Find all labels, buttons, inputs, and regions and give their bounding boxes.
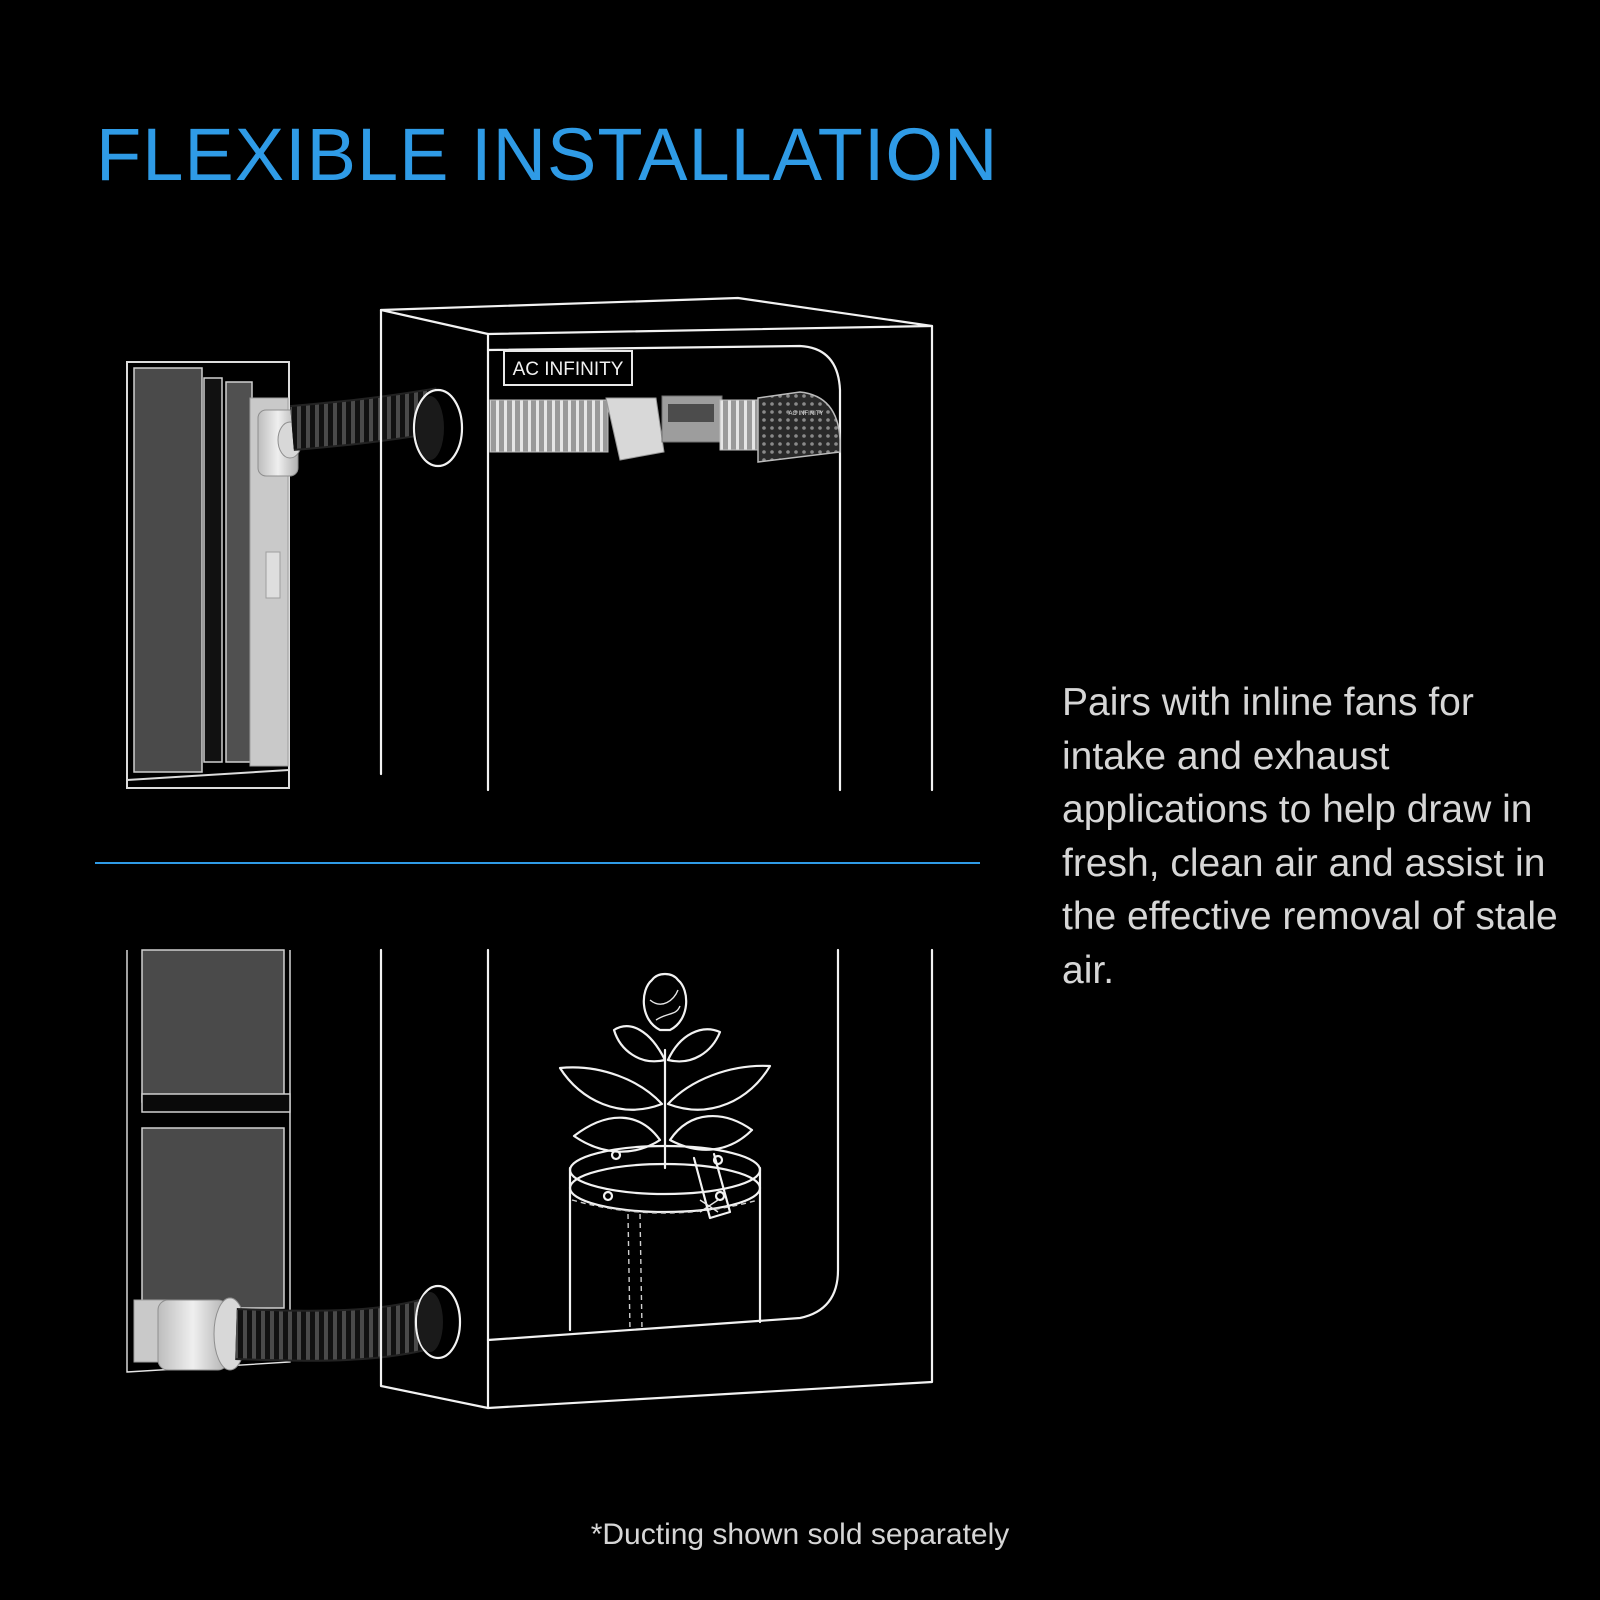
bottom-grow-tent [379,948,934,1410]
plant-in-grow-bag-icon [558,972,772,1332]
tent-logo: AC INFINITY [513,359,624,380]
footnote-text: *Ducting shown sold separately [590,1518,1010,1551]
filter-label: AC INFINITY [788,411,823,417]
headline: FLEXIBLE INSTALLATION [96,113,999,196]
top-window [126,361,303,789]
bottom-window [126,949,291,1373]
top-grow-tent [379,296,934,792]
inline-fan-and-filter [489,391,841,463]
description: Pairs with inline fans for intake and ex… [1062,681,1558,992]
section-divider [95,862,980,864]
footnote: *Ducting shown sold separately [0,1518,1600,1552]
